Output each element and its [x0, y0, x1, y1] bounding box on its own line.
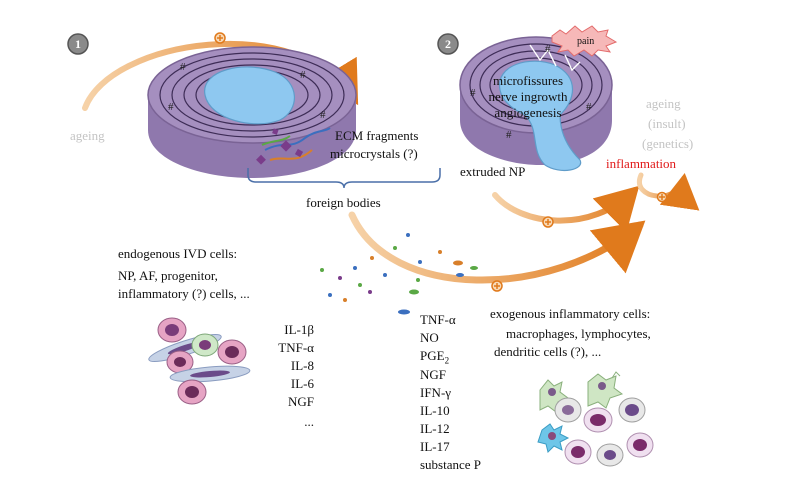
foreign-bodies-label: foreign bodies — [306, 195, 381, 210]
right-insult-label: (insult) — [648, 116, 686, 131]
endogenous-title: endogenous IVD cells: — [118, 246, 238, 261]
svg-text:#: # — [506, 129, 512, 141]
pge-base: PGE — [420, 348, 445, 363]
exogenous-mediator: IFN-γ — [420, 385, 452, 400]
disc-1: # # # # — [147, 46, 357, 178]
ecm-fragments — [256, 127, 331, 165]
plus-icon-loop — [656, 191, 668, 203]
extruded-np-label: extruded NP — [460, 164, 526, 179]
exogenous-mediator: NO — [420, 330, 439, 345]
endogenous-mediator: IL-1β — [284, 322, 314, 337]
pge2-mediator: PGE2 — [420, 348, 449, 369]
foreign-bodies-bracket — [247, 168, 441, 189]
exogenous-mediator: substance P — [420, 457, 482, 472]
endogenous-mediator: IL-8 — [290, 358, 314, 373]
plus-icon-top — [214, 32, 226, 44]
pain-label: pain — [577, 36, 595, 47]
endogenous-mediator: IL-6 — [290, 376, 314, 391]
arrow-extruded-to-inflammation — [492, 185, 640, 233]
right-ageing-label: ageing — [646, 96, 681, 111]
microfissures-label: microfissures — [492, 73, 564, 88]
endogenous-line-3: inflammatory (?) cells, ... — [118, 286, 250, 301]
svg-text:#: # — [470, 87, 476, 99]
arrow-foreign-bodies-to-inflammation — [348, 211, 646, 284]
exogenous-title: exogenous inflammatory cells: — [490, 306, 651, 321]
pge-subscript: 2 — [444, 355, 450, 366]
svg-text:#: # — [545, 43, 551, 55]
endogenous-cells — [148, 317, 251, 405]
step-2-number: 2 — [445, 37, 451, 51]
mediator-particles — [320, 233, 478, 315]
exogenous-mediator: IL-17 — [420, 439, 450, 454]
svg-text:#: # — [168, 101, 174, 113]
ageing-left-label: ageing — [70, 128, 105, 143]
plus-icon-bottom — [491, 280, 503, 292]
angiogenesis-label: angiogenesis — [494, 105, 562, 120]
exogenous-line-3: dendritic cells (?), ... — [494, 344, 602, 359]
pain-burst-icon — [551, 25, 618, 57]
endogenous-line-2: NP, AF, progenitor, — [118, 268, 218, 283]
ecm-fragments-label: ECM fragments — [335, 128, 419, 143]
microcrystals-label: microcrystals (?) — [330, 146, 418, 161]
step-1-number: 1 — [75, 37, 81, 51]
step-2-badge — [437, 33, 459, 55]
svg-text:#: # — [300, 69, 306, 81]
endogenous-mediator: NGF — [287, 394, 314, 409]
svg-text:#: # — [320, 109, 326, 121]
plus-icon-mid — [542, 216, 554, 228]
disc-2: # # # # — [459, 36, 613, 172]
endogenous-mediator: TNF-α — [278, 340, 314, 355]
exogenous-mediator: TNF-α — [420, 312, 456, 327]
inflammation-label: inflammation — [606, 156, 677, 171]
exogenous-line-2: macrophages, lymphocytes, — [506, 326, 651, 341]
step-1-badge — [67, 33, 89, 55]
exogenous-mediator: IL-12 — [420, 421, 450, 436]
svg-text:#: # — [586, 101, 592, 113]
endogenous-mediator: ... — [304, 414, 314, 429]
right-genetics-label: (genetics) — [642, 136, 694, 151]
exogenous-mediator: IL-10 — [420, 403, 450, 418]
nerve-ingrowth-label: nerve ingrowth — [488, 89, 568, 104]
exogenous-mediator: NGF — [420, 367, 447, 382]
svg-text:#: # — [180, 61, 186, 73]
exogenous-cells — [537, 371, 654, 467]
